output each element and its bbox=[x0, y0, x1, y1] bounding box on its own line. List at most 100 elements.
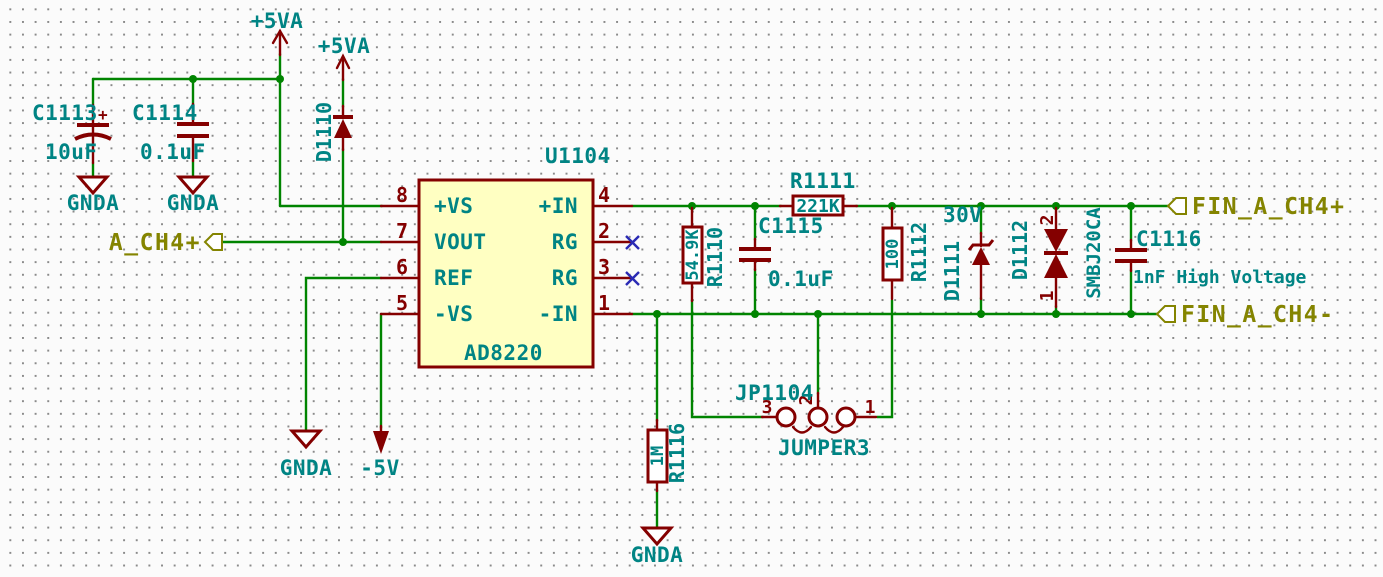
jumper-arc-icon bbox=[823, 425, 845, 434]
ground-label: GNDA bbox=[67, 191, 120, 215]
power-label: +5VA bbox=[318, 34, 371, 58]
power-symbol-neg5v[interactable]: -5V bbox=[360, 424, 399, 480]
component-value: 1nF High Voltage bbox=[1133, 267, 1307, 288]
tvs-d1112[interactable]: 2 1 D1112 SMBJ20CA bbox=[1008, 207, 1105, 309]
ground-triangle-icon bbox=[288, 429, 324, 450]
gnda-symbol-r1116[interactable]: GNDA bbox=[631, 526, 684, 567]
ground-label: GNDA bbox=[631, 543, 684, 567]
jumper-jp1104[interactable]: 3 1 2 JP1104 JUMPER3 bbox=[735, 381, 878, 460]
junction-dot bbox=[814, 310, 822, 318]
component-ref: R1116 bbox=[665, 423, 689, 483]
power-label: -5V bbox=[360, 456, 399, 480]
noconnect-x-icon bbox=[625, 271, 640, 286]
ground-triangle-icon bbox=[639, 526, 675, 547]
capacitor-c1115[interactable]: C1115 0.1uF bbox=[739, 214, 834, 291]
junction-dot bbox=[888, 202, 896, 210]
jumper-pad-icon bbox=[775, 406, 797, 428]
jumper-pad-icon bbox=[807, 406, 829, 428]
component-value: 0.1uF bbox=[768, 267, 834, 291]
wire-ref-gnda bbox=[304, 276, 383, 433]
junction-dot bbox=[751, 310, 759, 318]
power-arrow-down-icon bbox=[373, 431, 389, 454]
diode-triangle-icon bbox=[334, 119, 352, 138]
ground-triangle-icon bbox=[175, 175, 211, 196]
net-label-fin-a-ch4-neg[interactable]: FIN_A_CH4- bbox=[1155, 302, 1334, 328]
junction-dot bbox=[688, 202, 696, 210]
pin-number: 2 bbox=[1037, 215, 1058, 226]
tvs-triangle-bottom-icon bbox=[1044, 254, 1068, 278]
wires[interactable] bbox=[91, 52, 1170, 530]
diode-triangle-icon bbox=[972, 247, 990, 265]
component-value: 1M bbox=[648, 446, 668, 466]
resistor-body bbox=[881, 226, 904, 282]
pin-name: +VS bbox=[434, 194, 473, 218]
component-ref: U1104 bbox=[545, 144, 611, 168]
junction-dots bbox=[189, 75, 1135, 318]
resistor-body bbox=[681, 225, 704, 285]
net-label-text: FIN_A_CH4+ bbox=[1192, 194, 1345, 220]
pin-number: 7 bbox=[396, 219, 408, 243]
component-value: 30V bbox=[943, 203, 982, 227]
power-symbol-p5va-left[interactable]: +5VA bbox=[251, 9, 304, 57]
gnda-symbol-ref[interactable]: GNDA bbox=[280, 429, 333, 480]
component-value: 10uF bbox=[45, 140, 98, 164]
junction-dot bbox=[1052, 310, 1060, 318]
pin-number: 8 bbox=[396, 183, 408, 207]
resistor-r1112[interactable]: 100 R1112 bbox=[881, 206, 931, 301]
component-value: 100 bbox=[883, 239, 903, 270]
resistor-body bbox=[646, 428, 669, 484]
noconnect-rg-pins[interactable] bbox=[625, 235, 640, 286]
net-label-tag-icon bbox=[203, 233, 223, 251]
component-value: JUMPER3 bbox=[778, 436, 870, 460]
junction-dot bbox=[276, 75, 284, 83]
pin-number: 1 bbox=[865, 397, 876, 418]
gnda-symbol-c1113[interactable]: GNDA bbox=[67, 175, 120, 215]
ic-u1104[interactable]: U1104 AD8220 8 7 6 5 4 2 3 1 +VS VOUT RE… bbox=[379, 144, 634, 369]
component-ref: D1111 bbox=[940, 241, 964, 301]
junction-dot bbox=[977, 202, 985, 210]
jumper-arc-icon bbox=[791, 425, 813, 434]
pin-number: 3 bbox=[598, 255, 610, 279]
resistor-r1111[interactable]: 221K R1111 bbox=[778, 169, 859, 217]
component-ref: D1110 bbox=[312, 102, 336, 162]
gnda-symbol-c1114[interactable]: GNDA bbox=[167, 175, 220, 215]
power-arrow-up-icon bbox=[335, 53, 351, 70]
resistor-r1116[interactable]: 1M R1116 bbox=[646, 418, 689, 493]
net-label-tag-icon bbox=[1166, 197, 1187, 215]
capacitor-c1114[interactable]: C1114 0.1uF bbox=[132, 101, 209, 164]
pin-number: 2 bbox=[598, 219, 610, 243]
wire-r1110-jp3 bbox=[690, 298, 765, 419]
pin-name: -VS bbox=[434, 302, 473, 326]
diode-d1110[interactable]: D1110 bbox=[312, 102, 353, 162]
pin-name: RG bbox=[552, 230, 578, 254]
net-label-text: FIN_A_CH4- bbox=[1181, 302, 1334, 328]
component-ref: R1110 bbox=[703, 227, 727, 287]
capacitor-c1116[interactable]: C1116 1nF High Voltage bbox=[1115, 227, 1307, 288]
junction-dot bbox=[977, 310, 985, 318]
polarity-plus-icon: + bbox=[98, 105, 108, 124]
power-label: +5VA bbox=[251, 9, 304, 33]
capacitor-c1113[interactable]: C1113 + 10uF bbox=[32, 101, 112, 165]
pin-number: 1 bbox=[1037, 291, 1058, 302]
component-value: SMBJ20CA bbox=[1083, 207, 1105, 299]
net-label-fin-a-ch4-pos[interactable]: FIN_A_CH4+ bbox=[1166, 194, 1345, 220]
component-ref: C1114 bbox=[132, 101, 198, 125]
ic-body bbox=[417, 178, 595, 369]
junction-dot bbox=[189, 75, 197, 83]
junction-dot bbox=[751, 202, 759, 210]
ground-label: GNDA bbox=[280, 456, 333, 480]
net-label-a-ch4[interactable]: A_CH4+ bbox=[109, 230, 223, 256]
pin-number: 2 bbox=[796, 395, 817, 406]
pin-number: 5 bbox=[396, 291, 408, 315]
junction-dot bbox=[1127, 310, 1135, 318]
pin-name: VOUT bbox=[434, 230, 487, 254]
pin-number: 3 bbox=[762, 397, 773, 418]
component-ref: R1111 bbox=[790, 169, 856, 193]
resistor-r1110[interactable]: 54.9K R1110 bbox=[681, 206, 727, 303]
power-symbol-p5va-d1110[interactable]: +5VA bbox=[318, 34, 371, 82]
wire-r1112-jp1 bbox=[875, 298, 894, 419]
zener-d1111[interactable]: 30V D1111 bbox=[940, 203, 995, 301]
ground-triangle-icon bbox=[75, 175, 111, 196]
